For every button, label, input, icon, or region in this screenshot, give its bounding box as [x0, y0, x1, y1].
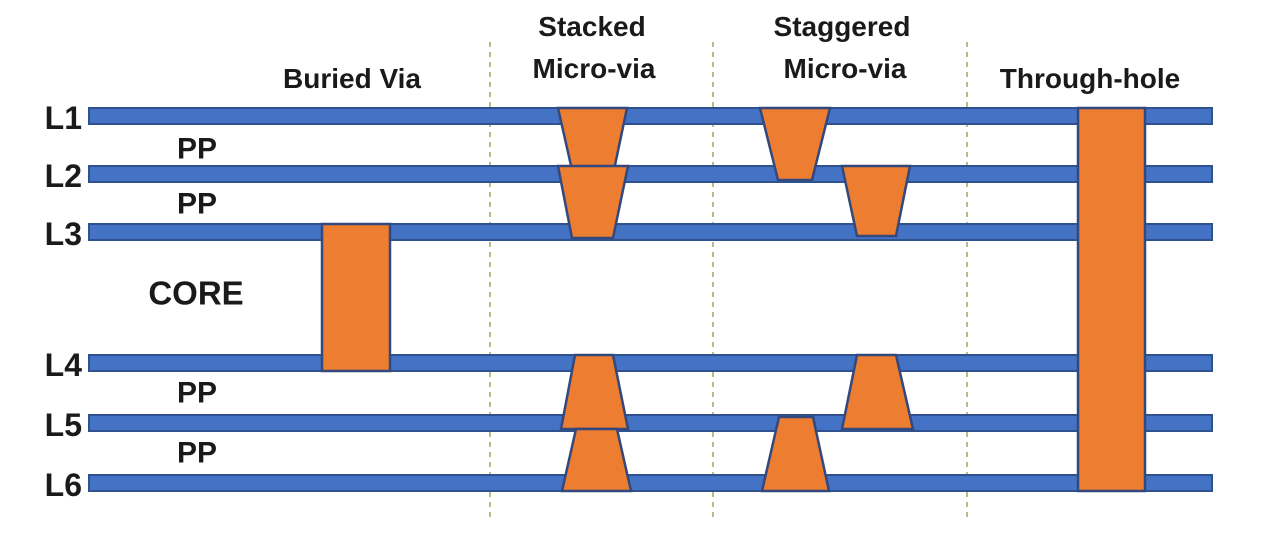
- layer-label-l4: L4: [45, 347, 83, 383]
- layer-labels: L1 L2 L3 L4 L5 L6: [45, 100, 83, 503]
- stacked-microvia-l5-l6: [560, 427, 633, 493]
- staggered-microvia-l2-l3: [840, 164, 912, 238]
- staggered-microvia-l5-l6: [760, 415, 831, 493]
- pp-label-1: PP: [177, 133, 217, 166]
- stacked-microvia-l2-l3: [556, 164, 630, 240]
- layer-bar-l1: [88, 107, 1213, 125]
- layer-bar-l6: [88, 474, 1213, 492]
- header-buried-via: Buried Via: [283, 63, 421, 94]
- layer-bar-l5: [88, 414, 1213, 432]
- layer-bar-l2: [88, 165, 1213, 183]
- via-shapes: [320, 106, 1147, 493]
- layer-label-l3: L3: [45, 216, 82, 252]
- pp-label-2: PP: [177, 188, 217, 221]
- copper-layer-bars: [88, 107, 1213, 492]
- column-headers: Buried Via Stacked Micro-via Staggered M…: [283, 11, 1180, 94]
- layer-bar-l3: [88, 223, 1213, 241]
- layer-label-l6: L6: [45, 467, 82, 503]
- dielectric-labels: PP PP CORE PP PP: [148, 133, 243, 470]
- core-label: CORE: [148, 275, 243, 312]
- through-hole-via-shape: [1076, 106, 1147, 493]
- staggered-microvia-l1-l2: [758, 106, 832, 182]
- pp-label-4: PP: [177, 437, 217, 470]
- header-through-hole: Through-hole: [1000, 63, 1180, 94]
- header-staggered-line2: Micro-via: [784, 53, 907, 84]
- staggered-microvia-l4-l5: [840, 353, 915, 431]
- buried-via-shape: [320, 222, 392, 373]
- stacked-microvia-l1-l2: [556, 106, 629, 172]
- header-stacked-line1: Stacked: [538, 11, 645, 42]
- layer-label-l5: L5: [45, 407, 82, 443]
- header-staggered-line1: Staggered: [774, 11, 911, 42]
- pp-label-3: PP: [177, 377, 217, 410]
- layer-bar-l4: [88, 354, 1213, 372]
- stacked-microvia-l4-l5: [559, 353, 630, 431]
- layer-label-l2: L2: [45, 158, 82, 194]
- layer-label-l1: L1: [45, 100, 82, 136]
- header-stacked-line2: Micro-via: [533, 53, 656, 84]
